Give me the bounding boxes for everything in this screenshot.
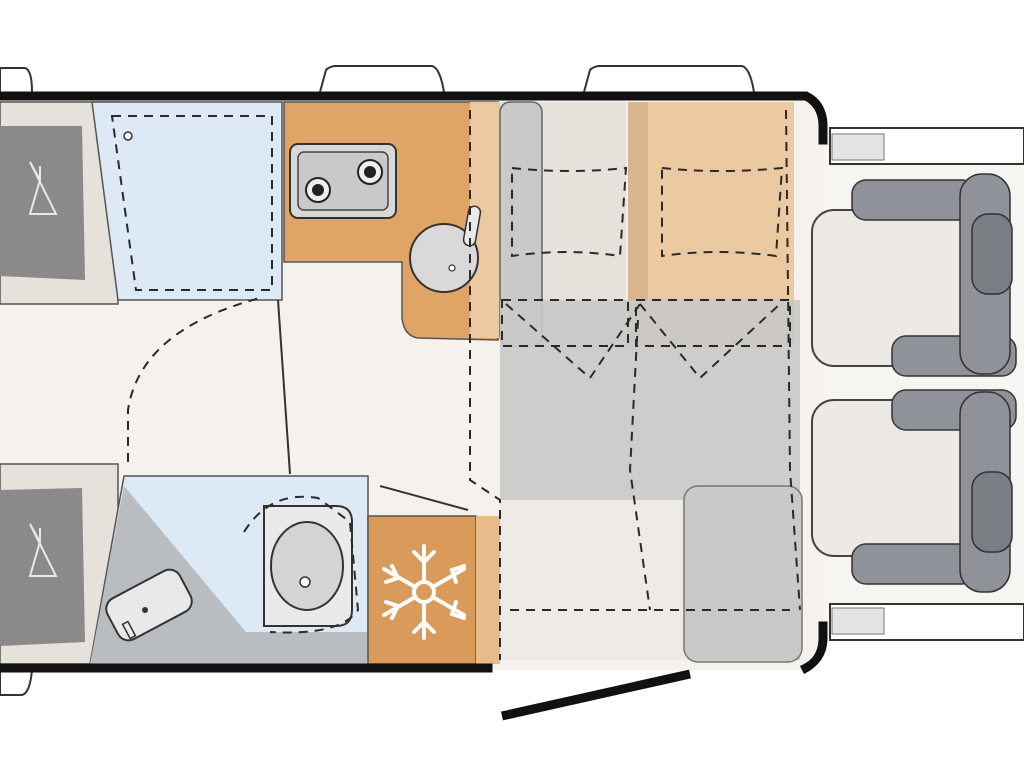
- walls: [0, 91, 828, 721]
- cab: [811, 127, 1024, 641]
- sink-icon: [409, 205, 482, 293]
- entry-door: [501, 669, 691, 721]
- partition-line: [379, 485, 469, 511]
- hanger-icon: [28, 161, 58, 215]
- fridge: [367, 515, 500, 665]
- kitchen: [283, 101, 500, 341]
- wardrobe-rear-left: [0, 101, 119, 305]
- dinette: [469, 101, 803, 663]
- toilet-icon: [263, 505, 353, 627]
- hanger-icon: [28, 523, 58, 577]
- snowflake-icon: [382, 544, 466, 640]
- seat-icon: [811, 173, 1017, 377]
- hob-icon: [289, 143, 397, 219]
- top-windows: [0, 65, 755, 93]
- washbasin-icon: [105, 568, 193, 642]
- shower: [91, 101, 283, 301]
- bottom-window: [0, 669, 33, 696]
- partition: [277, 299, 291, 475]
- washroom: [89, 475, 369, 665]
- seat-icon: [811, 389, 1017, 593]
